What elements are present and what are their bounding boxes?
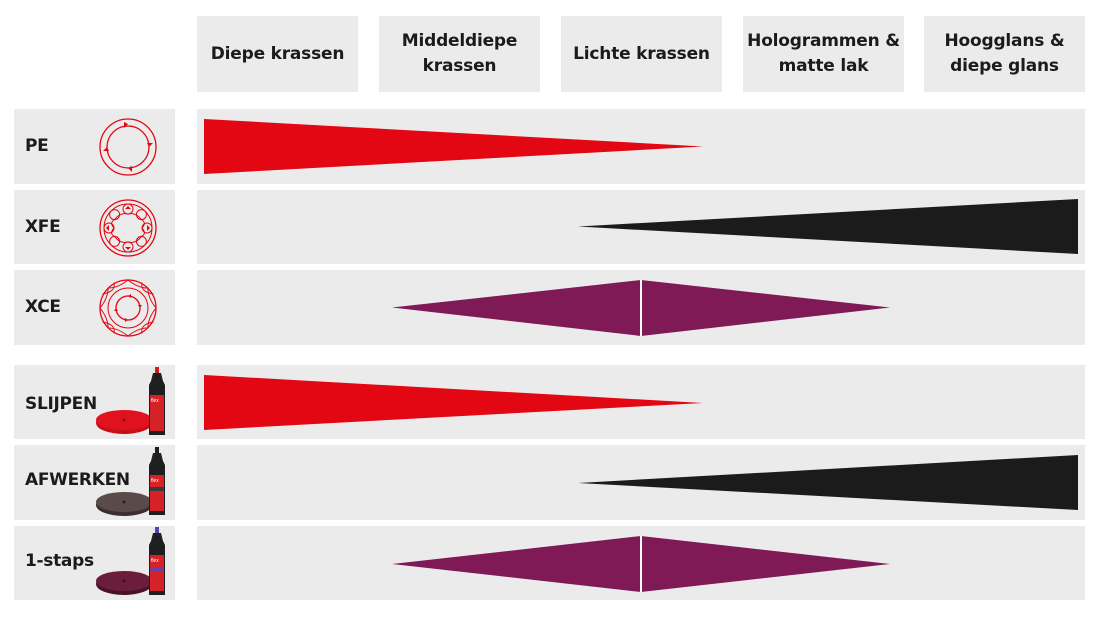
row-slijpen-range <box>197 365 1085 439</box>
polishing-pad-grey-icon <box>96 492 152 516</box>
row-label-text: XFE <box>25 217 61 237</box>
row-xfe-range <box>197 190 1085 264</box>
range-diamond-1-staps <box>392 536 890 592</box>
row-label-text: SLIJPEN <box>25 394 97 414</box>
pe-rotation-icon <box>99 118 157 176</box>
row-label-afwerken: AFWERKEN flex <box>14 445 175 520</box>
polish-bottle-icon: flex <box>149 527 165 595</box>
range-wedge-afwerken <box>578 455 1078 510</box>
row-label-pe: PE <box>14 109 175 184</box>
polish-bottle-icon: flex <box>149 447 165 515</box>
row-label-text: PE <box>25 136 49 156</box>
column-header-label: Hologrammen & matte lak <box>747 31 900 76</box>
row-label-text: XCE <box>25 297 61 317</box>
range-diamond-xce <box>392 280 890 336</box>
column-header-label: Diepe krassen <box>210 43 345 64</box>
polishing-pad-red-icon <box>96 410 152 434</box>
column-header-hoogglans: Hoogglans & diepe glans <box>924 16 1085 92</box>
row-pe-range <box>197 109 1085 184</box>
column-header-middeldiepe-krassen: Middeldiepe krassen <box>379 16 540 92</box>
column-header-label: Middeldiepe krassen <box>401 31 518 76</box>
row-label-text: AFWERKEN <box>25 470 130 490</box>
row-label-xfe: XFE <box>14 190 175 264</box>
range-wedge-xfe <box>578 199 1078 254</box>
column-header-lichte-krassen: Lichte krassen <box>561 16 722 92</box>
xce-rotation-icon <box>99 279 157 337</box>
svg-text:flex: flex <box>151 398 159 404</box>
row-label-1-staps: 1-staps flex <box>14 526 175 600</box>
row-label-xce: XCE <box>14 270 175 345</box>
column-header-label: Lichte krassen <box>573 43 710 64</box>
column-header-diepe-krassen: Diepe krassen <box>197 16 358 92</box>
svg-text:flex: flex <box>151 558 159 564</box>
row-1-staps-range <box>197 526 1085 600</box>
row-xce-range <box>197 270 1085 345</box>
row-label-text: 1-staps <box>25 551 94 571</box>
svg-text:flex: flex <box>151 478 159 484</box>
range-wedge-slijpen <box>204 375 703 430</box>
xfe-rotation-icon <box>99 199 157 257</box>
column-header-label: Hoogglans & diepe glans <box>944 31 1065 76</box>
polishing-pad-burgundy-icon <box>96 571 152 595</box>
row-label-slijpen: SLIJPEN flex <box>14 365 175 439</box>
column-header-hologrammen: Hologrammen & matte lak <box>743 16 904 92</box>
row-afwerken-range <box>197 445 1085 520</box>
polish-bottle-icon: flex <box>149 367 165 435</box>
range-wedge-pe <box>204 119 703 174</box>
